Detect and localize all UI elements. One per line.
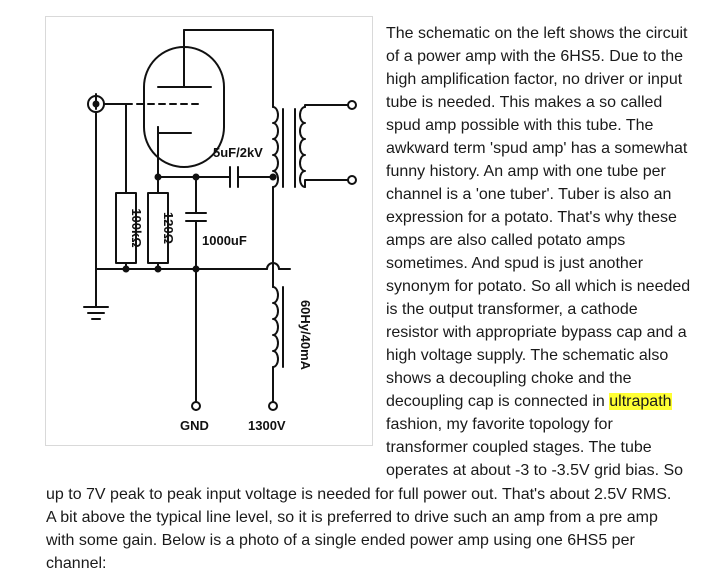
cathode-resistor-label: 120Ω — [161, 212, 176, 244]
text-line: A bit above the typical line level, so i… — [46, 509, 658, 526]
choke-label: 60Hy/40mA — [298, 300, 313, 371]
text-line: up to 7V peak to peak input voltage is n… — [46, 486, 672, 503]
text-line: shows a decoupling choke and the — [386, 370, 632, 387]
text-line: operates at about -3 to -3.5V grid bias.… — [386, 462, 684, 479]
text-line: channel: — [46, 555, 107, 572]
bypass-capacitor — [185, 176, 207, 411]
bypass-cap-label: 1000uF — [202, 233, 247, 248]
tube-6hs5 — [125, 29, 225, 178]
schematic-figure: 5uF/2kV 1000uF 100kΩ 120Ω 60Hy/40mA GND … — [45, 16, 373, 446]
input-jack — [87, 93, 127, 113]
decoupling-choke — [272, 261, 284, 403]
text-line: channel is a 'one tuber'. Tuber is also … — [386, 186, 672, 203]
text-line: fashion, my favorite topology for — [386, 416, 613, 433]
grid-resistor — [115, 103, 137, 270]
text-line: synonym for potato. So all which is need… — [386, 278, 691, 295]
article-side-paragraph: The schematic on the left shows the circ… — [386, 22, 706, 482]
gnd-label: GND — [180, 418, 209, 433]
coupling-capacitor — [192, 166, 277, 188]
hv-label: 1300V — [248, 418, 286, 433]
plate-wire — [183, 29, 274, 108]
grid-resistor-label: 100kΩ — [129, 208, 144, 247]
article-bottom-paragraph: up to 7V peak to peak input voltage is n… — [46, 483, 706, 575]
highlighted-term: ultrapath — [609, 393, 672, 410]
coupling-cap-label: 5uF/2kV — [213, 145, 263, 160]
text-line: funny history. An amp with one tube per — [386, 163, 666, 180]
text-line: high voltage supply. The schematic also — [386, 347, 669, 364]
text-line: expression for a potato. That's why thes… — [386, 209, 677, 226]
text-line: amps are also called potato amps — [386, 232, 626, 249]
text-line: of a power amp with the 6HS5. Due to the — [386, 48, 684, 65]
text-line: tube is needed. This makes a so called — [386, 94, 663, 111]
text-line: transformer coupled stages. The tube — [386, 439, 652, 456]
ground-bus — [83, 111, 291, 320]
text-line-highlighted: decoupling cap is connected in ultrapath — [386, 390, 706, 413]
text-line: awkward term 'spud amp' has a somewhat — [386, 140, 688, 157]
text-line: spud amp possible with this tube. The — [386, 117, 654, 134]
text-line: The schematic on the left shows the circ… — [386, 25, 688, 42]
text-before-highlight: decoupling cap is connected in — [386, 393, 610, 410]
output-transformer — [272, 100, 357, 263]
hv-terminal — [268, 401, 278, 411]
text-line: is the output transformer, a cathode — [386, 301, 638, 318]
gnd-terminal — [191, 401, 201, 411]
text-line: resistor with appropriate bypass cap and… — [386, 324, 687, 341]
schematic-diagram: 5uF/2kV 1000uF 100kΩ 120Ω 60Hy/40mA GND … — [83, 29, 357, 433]
text-line: with some gain. Below is a photo of a si… — [46, 532, 635, 549]
text-line: high amplification factor, no driver or … — [386, 71, 683, 88]
text-line: sometimes. And spud is just another — [386, 255, 644, 272]
